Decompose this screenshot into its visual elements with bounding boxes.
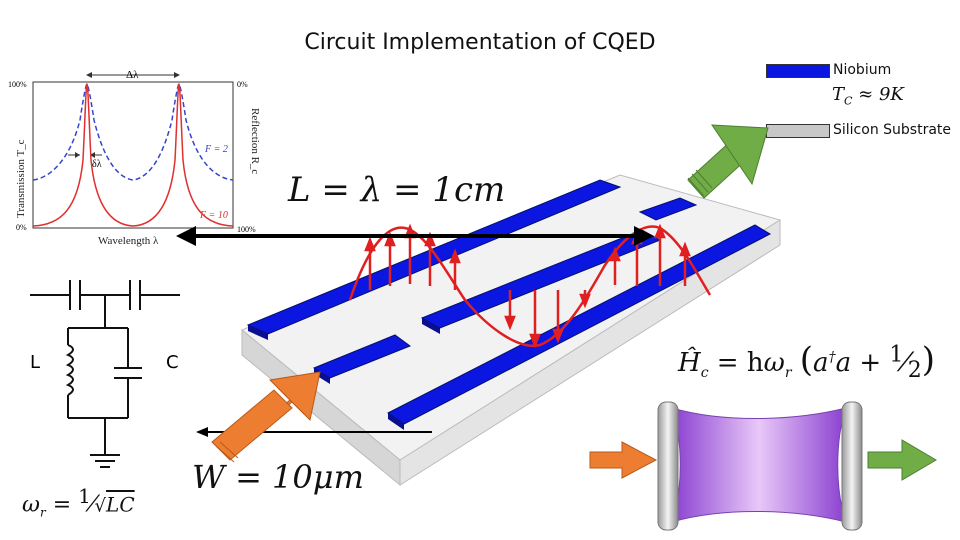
substrate-label: Silicon Substrate bbox=[833, 122, 952, 138]
niobium-swatch bbox=[766, 64, 830, 78]
length-double-arrow bbox=[176, 226, 654, 246]
width-equation: W = 10μm bbox=[192, 458, 364, 496]
right-axis-label: Reflection R_c bbox=[249, 108, 261, 174]
standing-wave bbox=[348, 223, 712, 349]
left-top-tick: 100% bbox=[8, 80, 27, 89]
right-bottom-tick: 100% bbox=[237, 225, 256, 234]
niobium-label: Niobium bbox=[833, 62, 892, 78]
delta-lambda-top: Δλ bbox=[126, 69, 139, 81]
f10-label: F = 10 bbox=[199, 210, 228, 221]
f2-label: F = 2 bbox=[204, 144, 228, 155]
left-bottom-tick: 0% bbox=[16, 223, 27, 232]
capacitor-label: C bbox=[166, 352, 179, 373]
x-axis-label: Wavelength λ bbox=[98, 235, 159, 247]
niobium-strips bbox=[246, 179, 772, 430]
left-axis-label: Transmission T_c bbox=[15, 139, 27, 218]
page-title: Circuit Implementation of CQED bbox=[304, 30, 656, 55]
input-arrow-orange bbox=[211, 371, 321, 463]
cavity-output-arrow bbox=[867, 439, 937, 481]
lc-circuit bbox=[30, 280, 180, 468]
inductor-label: L bbox=[30, 352, 41, 373]
delta-lambda-small: δλ bbox=[92, 159, 102, 170]
hamiltonian-equation: Ĥc = hωr (a†a + 1⁄2) bbox=[678, 340, 936, 384]
omega-equation: ωr = 1⁄√LC bbox=[22, 484, 135, 520]
output-arrow-green bbox=[687, 124, 769, 199]
optical-cavity bbox=[657, 401, 863, 531]
cavity-input-arrow bbox=[589, 441, 658, 479]
right-top-tick: 0% bbox=[237, 80, 248, 89]
tc-equation: TC ≈ 9K bbox=[832, 84, 904, 108]
length-equation: L = λ = 1cm bbox=[288, 170, 506, 210]
resonance-plot: Δλ δλ 100% 0% 0% 100% F = 2 F = 10 Trans… bbox=[8, 69, 261, 247]
